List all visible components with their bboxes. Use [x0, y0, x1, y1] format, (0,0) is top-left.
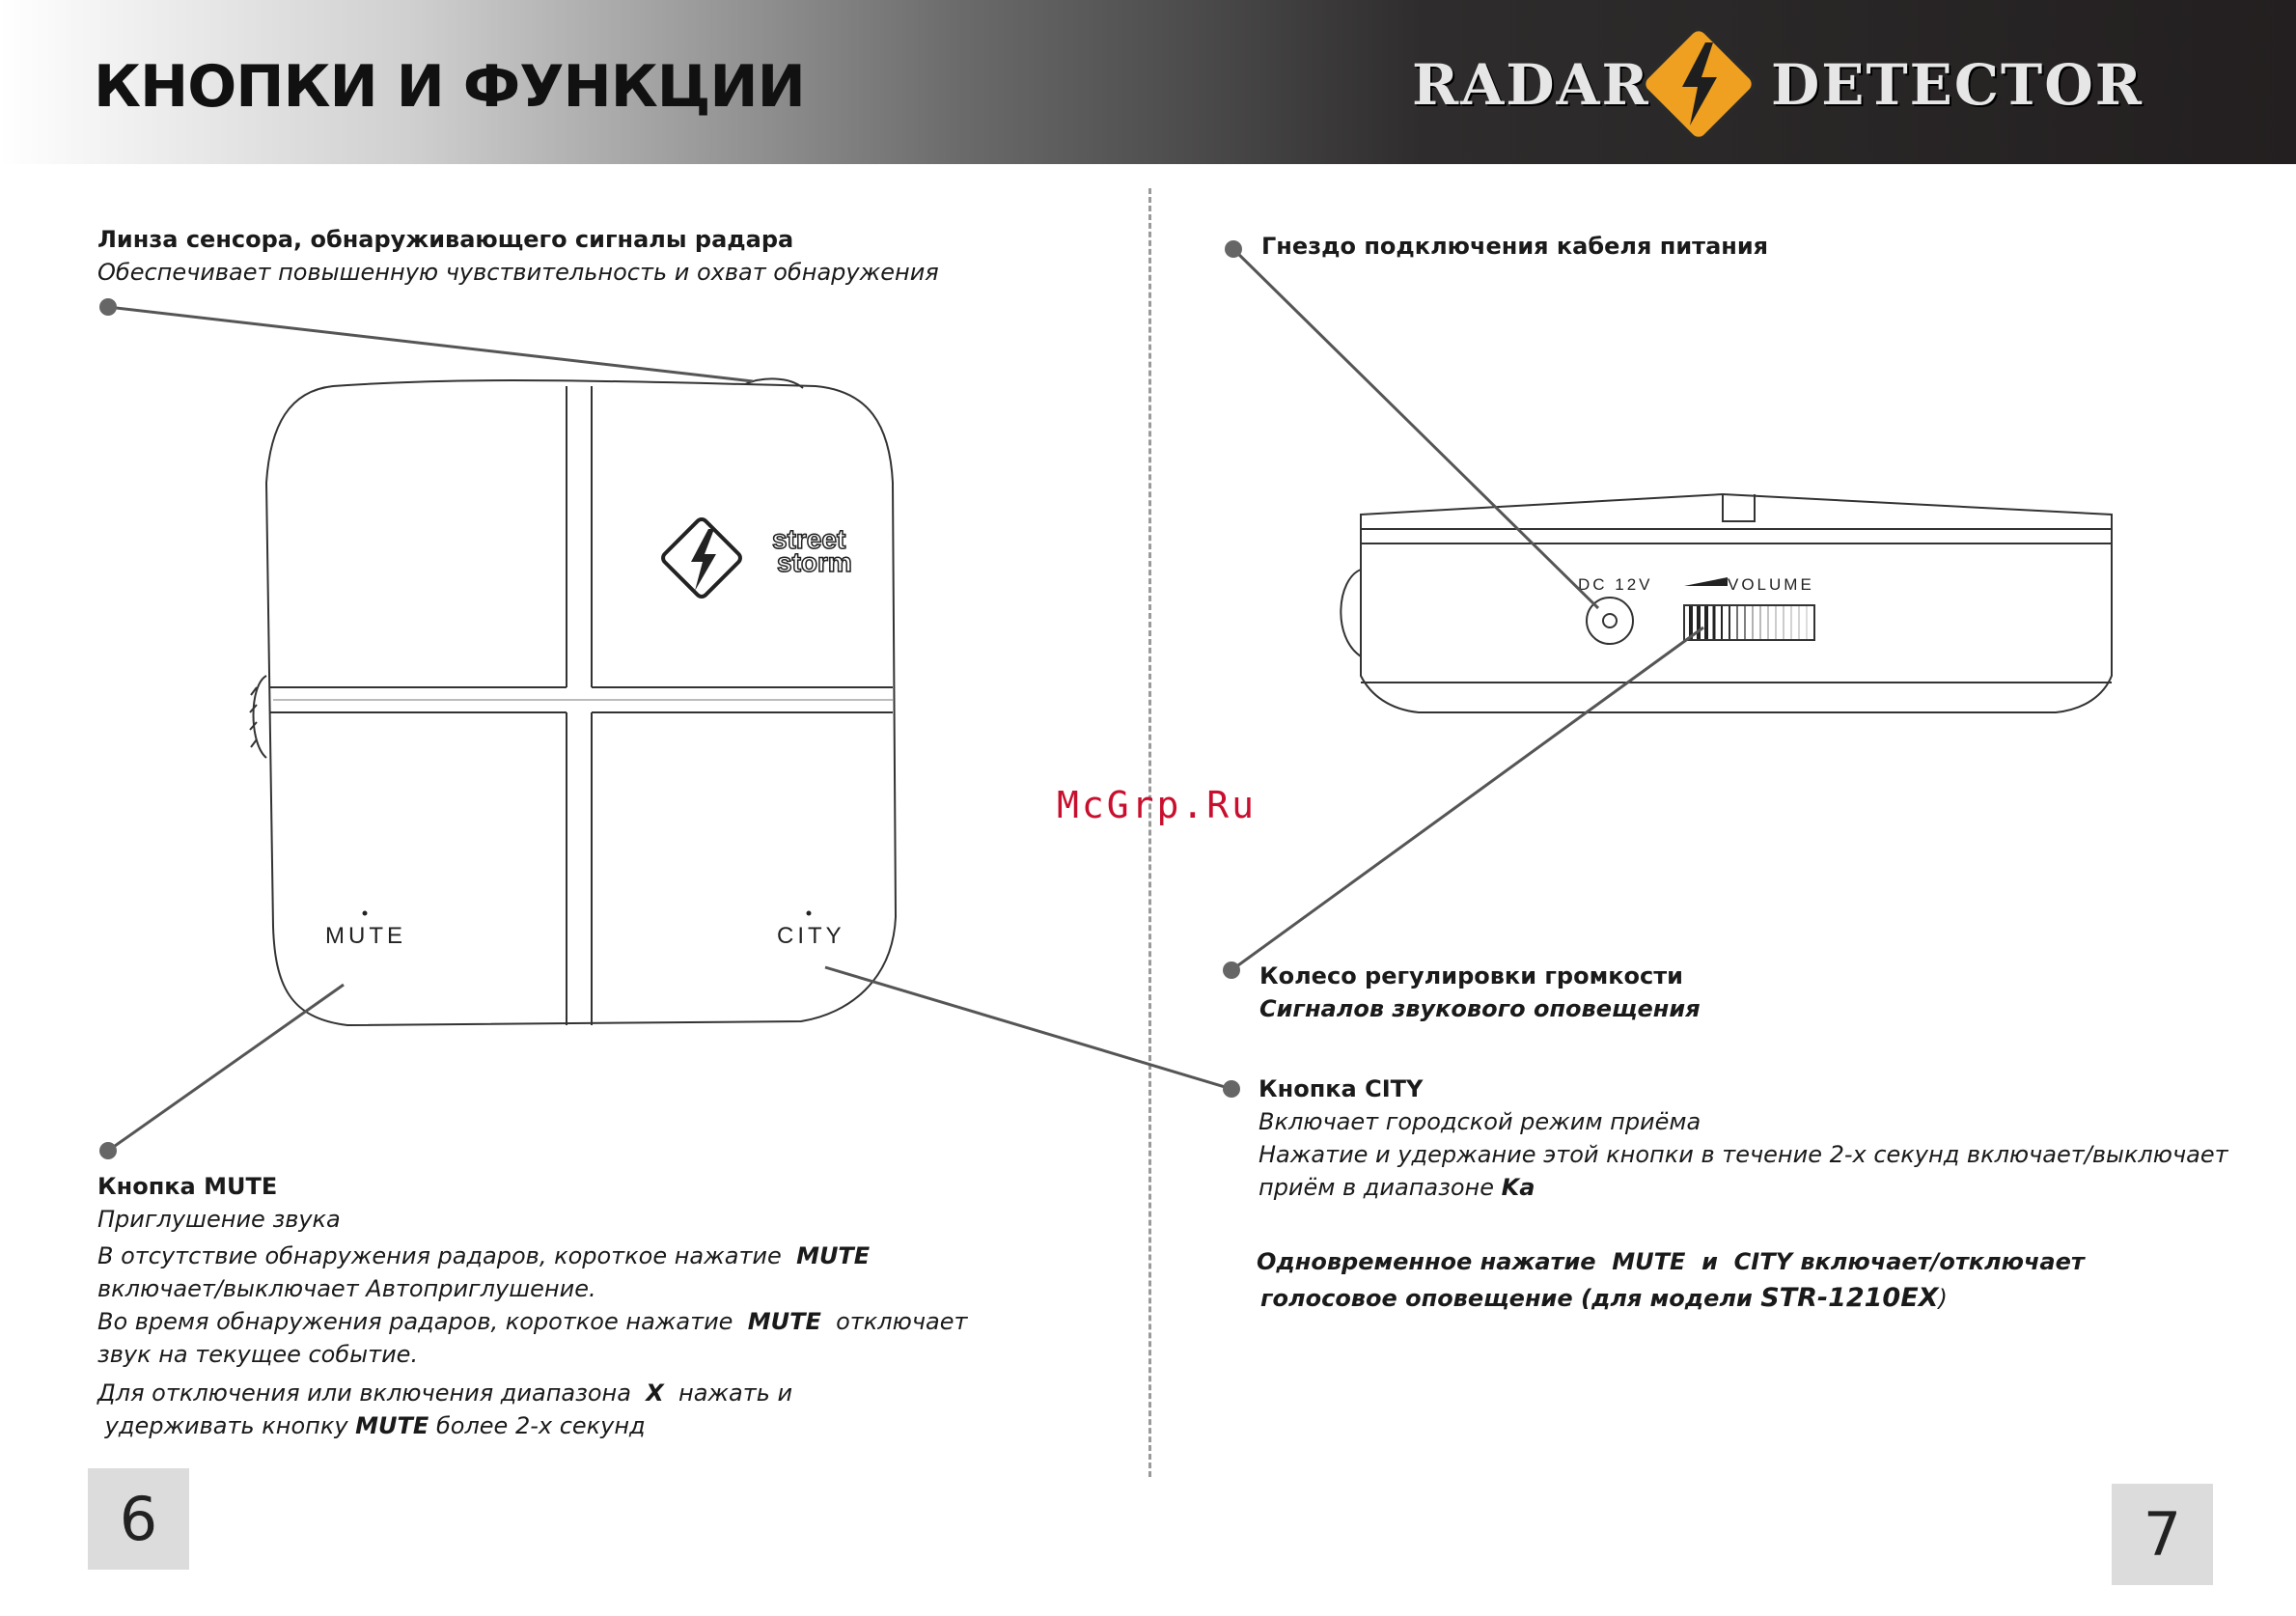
- combo-line-1: Одновременное нажатие MUTE и CITY включа…: [1257, 1245, 2085, 1278]
- mute-title: Кнопка MUTE: [97, 1173, 278, 1200]
- mute-keyword-2: MUTE: [747, 1308, 821, 1335]
- brand-logo: RADAR DETECTOR: [1404, 21, 2142, 147]
- mute-section: Кнопка MUTE Приглушение звука В отсутств…: [97, 1170, 967, 1442]
- volume-wheel-icon: [1684, 577, 1808, 639]
- page-divider: [1148, 188, 1151, 1477]
- city-line-1: Включает городской режим приёма: [1259, 1108, 1701, 1135]
- combo-keyword-mute: MUTE: [1612, 1248, 1686, 1275]
- city-line-3-text: приём в диапазоне: [1259, 1174, 1494, 1201]
- mute-line-4-text: Во время обнаружения радаров, короткое н…: [97, 1308, 733, 1335]
- mute-line-4: Во время обнаружения радаров, короткое н…: [97, 1305, 967, 1338]
- street-storm-logo-icon: [661, 517, 742, 599]
- detector-side-view: [1340, 492, 2113, 713]
- dc-12v-label: DC 12V: [1578, 575, 1653, 594]
- combo-line-2: голосовое оповещение (для модели STR-121…: [1260, 1282, 1948, 1315]
- mute-keyword: MUTE: [796, 1242, 871, 1269]
- city-line-3: приём в диапазоне Ka: [1259, 1171, 2228, 1204]
- page-number-left: 6: [88, 1468, 189, 1570]
- page-title: КНОПКИ И ФУНКЦИИ: [94, 53, 806, 121]
- callout-dot-lens: [99, 298, 117, 316]
- mute-line-5: звук на текущее событие.: [97, 1341, 419, 1368]
- logo-text-street: street: [772, 524, 845, 554]
- volume-section: Колесо регулировки громкости Сигналов зв…: [1259, 960, 1701, 1025]
- mute-line-7-end: более 2-х секунд: [435, 1412, 646, 1439]
- brand-word-radar: RADAR: [1412, 52, 1650, 118]
- mute-line-6-text: Для отключения или включения диапазона: [97, 1379, 631, 1407]
- combo-text-1-end: включает/отключает: [1800, 1248, 2085, 1275]
- brand-word-detector: DETECTOR: [1771, 52, 2144, 118]
- mute-line-7-text: удерживать кнопку: [104, 1412, 348, 1439]
- callout-dot-mute: [99, 1142, 117, 1159]
- city-button-label: CITY: [777, 923, 845, 949]
- combo-model: STR-1210EX: [1760, 1283, 1939, 1313]
- mute-line-2: В отсутствие обнаружения радаров, коротк…: [97, 1240, 967, 1272]
- detector-front-view: [249, 377, 898, 1027]
- combo-close: ): [1938, 1285, 1948, 1312]
- mute-line-1: Приглушение звука: [97, 1206, 341, 1233]
- volume-title: Колесо регулировки громкости: [1259, 962, 1683, 989]
- mute-line-7: удерживать кнопку MUTE более 2-х секунд: [97, 1409, 967, 1442]
- band-x-keyword: X: [646, 1379, 664, 1407]
- logo-text-storm: storm: [777, 547, 852, 577]
- combo-keyword-city: CITY: [1733, 1248, 1792, 1275]
- mute-keyword-4: MUTE: [355, 1412, 429, 1439]
- lens-title: Линза сенсора, обнаруживающего сигналы р…: [97, 226, 794, 253]
- combo-text-2: голосовое оповещение (для модели: [1260, 1285, 1753, 1312]
- mute-button-label: MUTE: [325, 923, 406, 949]
- mute-line-6-end: нажать и: [678, 1379, 793, 1407]
- callout-dot-city: [1223, 1080, 1240, 1098]
- page-number-right: 7: [2112, 1484, 2213, 1585]
- volume-description: Сигналов звукового оповещения: [1259, 995, 1701, 1022]
- watermark-text: McGrp.Ru: [1057, 784, 1258, 826]
- lens-description: Обеспечивает повышенную чувствительность…: [97, 259, 939, 286]
- header-banner: [0, 0, 2296, 164]
- band-ka-keyword: Ka: [1501, 1174, 1535, 1201]
- callout-lines: [99, 240, 1704, 1159]
- combo-and: и: [1701, 1248, 1718, 1275]
- lightning-badge-icon: [1642, 27, 1756, 141]
- mute-line-6: Для отключения или включения диапазона X…: [97, 1377, 967, 1409]
- mute-line-4-end: отключает: [836, 1308, 968, 1335]
- city-line-2: Нажатие и удержание этой кнопки в течени…: [1259, 1141, 2228, 1168]
- city-section: Кнопка CITY Включает городской режим при…: [1259, 1073, 2228, 1204]
- power-jack-title: Гнездо подключения кабеля питания: [1261, 233, 1769, 260]
- mute-line-3: включает/выключает Автоприглушение.: [97, 1275, 596, 1302]
- volume-label: VOLUME: [1728, 575, 1814, 594]
- mute-line-2-text: В отсутствие обнаружения радаров, коротк…: [97, 1242, 782, 1269]
- callout-dot-volume: [1223, 961, 1240, 979]
- city-title: Кнопка CITY: [1259, 1075, 1424, 1102]
- callout-dot-power: [1225, 240, 1242, 258]
- combo-text-1: Одновременное нажатие: [1257, 1248, 1596, 1275]
